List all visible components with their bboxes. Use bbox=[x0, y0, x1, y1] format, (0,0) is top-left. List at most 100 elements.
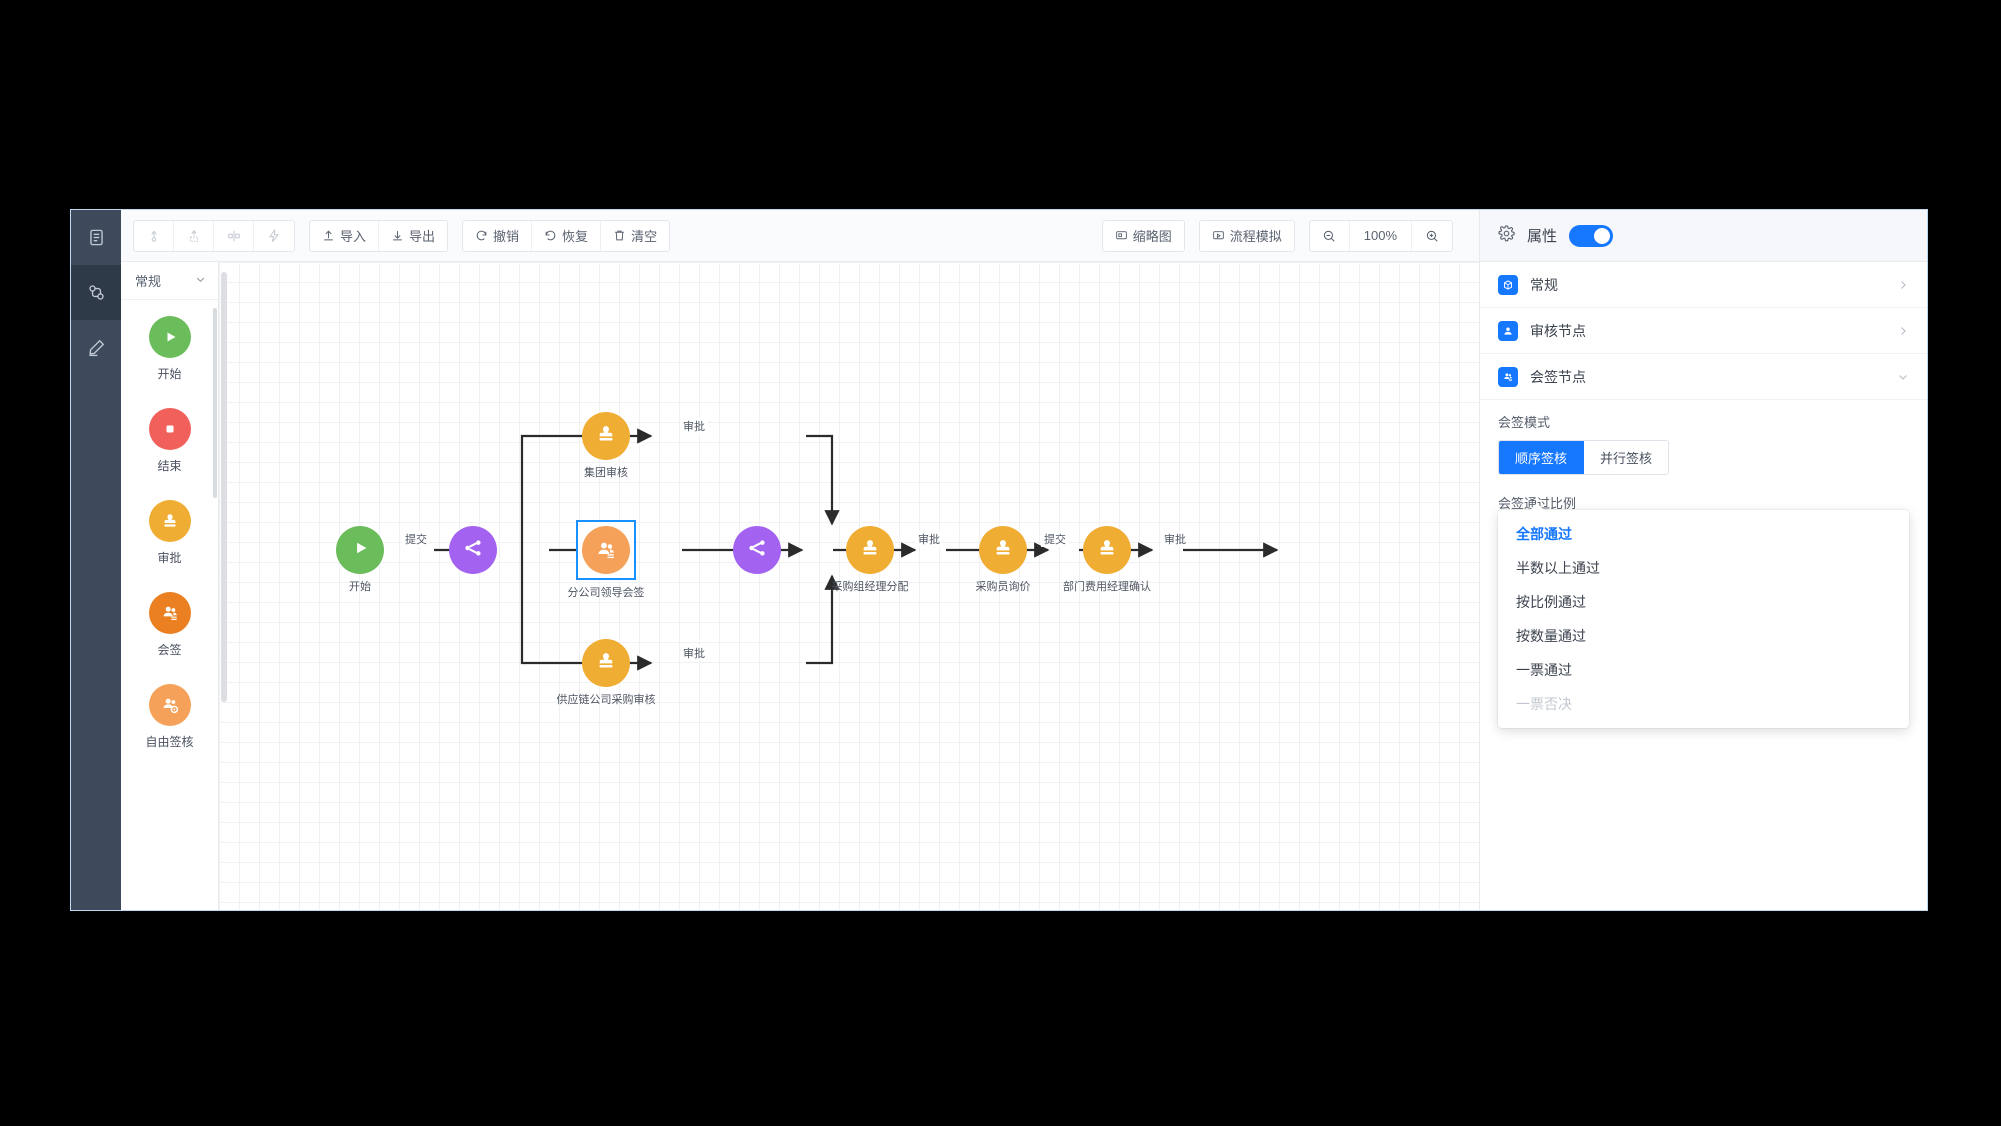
flow-designer-app: 导入 导出 bbox=[70, 209, 1928, 911]
group-sign-icon bbox=[148, 592, 191, 634]
rail-item-form-designer[interactable] bbox=[71, 210, 121, 265]
ratio-option-1[interactable]: 全部通过 bbox=[1516, 526, 1572, 542]
import-button[interactable]: 导入 bbox=[310, 220, 380, 251]
designer-body: 常规 开始结束 审批 会签 bbox=[121, 262, 1479, 910]
auto-layout-button[interactable] bbox=[254, 220, 294, 251]
toolbar-group-history: 撤销 恢复 清空 bbox=[462, 219, 671, 252]
flow-node-gw1[interactable] bbox=[449, 526, 497, 574]
undo-button[interactable]: 撤销 bbox=[463, 220, 533, 251]
group-sign-icon bbox=[1498, 366, 1518, 387]
edge-label-6: 审批 bbox=[1161, 531, 1189, 547]
simulate-label: 流程模拟 bbox=[1229, 229, 1282, 244]
export-button[interactable]: 导出 bbox=[379, 220, 448, 251]
toolbar-group-thumbnail: 缩略图 bbox=[1101, 219, 1185, 252]
box-icon bbox=[1498, 274, 1518, 295]
chevron-down-icon bbox=[1897, 371, 1909, 383]
palette-item-2[interactable]: 结束 bbox=[121, 408, 218, 474]
canvas-vertical-scrollbar[interactable] bbox=[221, 272, 227, 702]
edge-label-1: 提交 bbox=[402, 531, 430, 547]
toolbar-group-io: 导入 导出 bbox=[309, 219, 449, 252]
align-top-icon bbox=[147, 229, 161, 243]
align-center-icon bbox=[227, 229, 241, 243]
palette-item-5[interactable]: 自由签核 bbox=[121, 684, 218, 750]
ratio-option-5[interactable]: 一票通过 bbox=[1516, 662, 1572, 678]
property-row-label: 审核节点 bbox=[1530, 322, 1586, 339]
trash-icon bbox=[613, 229, 626, 242]
pen-icon bbox=[87, 338, 106, 357]
rail-item-style-designer[interactable] bbox=[71, 320, 121, 375]
property-row-label: 常规 bbox=[1530, 276, 1558, 293]
toolbar: 导入 导出 bbox=[121, 210, 1479, 262]
play-icon bbox=[346, 534, 374, 567]
zoom-in-button[interactable] bbox=[1412, 220, 1452, 251]
canvas-area[interactable]: 开始 集团审核 分公司领导会签 bbox=[219, 262, 1479, 910]
ratio-dropdown-menu[interactable]: 全部通过半数以上通过按比例通过按数量通过一票通过一票否决 bbox=[1498, 502, 1909, 728]
thumbnail-button[interactable]: 缩略图 bbox=[1102, 220, 1184, 251]
ratio-option-2[interactable]: 半数以上通过 bbox=[1516, 560, 1600, 576]
palette-item-4[interactable]: 会签 bbox=[121, 592, 218, 658]
countersign-mode-option-2[interactable]: 并行签核 bbox=[1584, 441, 1669, 474]
simulate-icon bbox=[1212, 229, 1225, 242]
flow-node-start[interactable] bbox=[336, 526, 384, 574]
form-icon bbox=[87, 228, 106, 247]
zoom-in-icon bbox=[1425, 229, 1439, 243]
ratio-option-3[interactable]: 按比例通过 bbox=[1516, 594, 1586, 610]
property-row-2[interactable]: 审核节点 bbox=[1480, 308, 1927, 354]
countersign-mode-segmented: 顺序签核并行签核 bbox=[1498, 440, 1670, 475]
chevron-right-icon bbox=[1897, 279, 1909, 291]
flow-node-deptmgr[interactable] bbox=[1083, 526, 1131, 574]
align-top-button[interactable] bbox=[134, 220, 174, 251]
left-icon-rail bbox=[71, 210, 121, 910]
palette-item-label: 结束 bbox=[157, 459, 182, 473]
thumbnail-icon bbox=[1115, 229, 1128, 242]
align-nodes-button[interactable] bbox=[174, 220, 214, 251]
ratio-option-4[interactable]: 按数量通过 bbox=[1516, 628, 1586, 644]
align-center-button[interactable] bbox=[214, 220, 254, 251]
toolbar-group-zoom: 100% bbox=[1308, 219, 1453, 252]
toolbar-group-simulate: 流程模拟 bbox=[1198, 219, 1295, 252]
gateway-icon bbox=[459, 534, 487, 567]
palette-group-header[interactable]: 常规 bbox=[121, 262, 218, 300]
canvas-grid[interactable] bbox=[219, 262, 1479, 910]
properties-toggle[interactable] bbox=[1569, 224, 1614, 247]
flow-node-supply[interactable] bbox=[582, 639, 630, 687]
flow-node-label-supply: 供应链公司采购审核 bbox=[556, 694, 656, 706]
edge-label-4: 审批 bbox=[915, 531, 943, 547]
rail-item-flow-designer[interactable] bbox=[71, 265, 121, 320]
zoom-out-button[interactable] bbox=[1309, 220, 1350, 251]
redo-button[interactable]: 恢复 bbox=[532, 220, 602, 251]
palette-item-1[interactable]: 开始 bbox=[121, 316, 218, 382]
palette-scrollbar[interactable] bbox=[213, 308, 217, 498]
property-row-3[interactable]: 会签节点 bbox=[1480, 354, 1927, 400]
properties-header: 属性 bbox=[1480, 210, 1927, 262]
palette-item-3[interactable]: 审批 bbox=[121, 500, 218, 566]
property-row-1[interactable]: 常规 bbox=[1480, 262, 1927, 308]
align-nodes-icon bbox=[187, 229, 201, 243]
simulate-button[interactable]: 流程模拟 bbox=[1199, 220, 1294, 251]
export-icon bbox=[391, 229, 404, 242]
countersign-mode-option-1[interactable]: 顺序签核 bbox=[1499, 441, 1585, 474]
play-icon bbox=[148, 316, 191, 358]
redo-label: 恢复 bbox=[562, 229, 589, 244]
flow-node-branch[interactable] bbox=[576, 520, 636, 580]
clear-button[interactable]: 清空 bbox=[601, 220, 670, 251]
palette-item-label: 会签 bbox=[157, 643, 182, 657]
undo-label: 撤销 bbox=[493, 229, 520, 244]
flow-node-label-branch: 分公司领导会签 bbox=[567, 587, 645, 599]
chevron-down-icon bbox=[195, 273, 206, 288]
toolbar-group-align bbox=[133, 219, 295, 252]
stamp-icon bbox=[592, 420, 620, 453]
flow-node-buyer[interactable] bbox=[979, 526, 1027, 574]
flow-node-label-start: 开始 bbox=[349, 581, 371, 593]
stop-icon bbox=[148, 408, 191, 450]
edge-label-3: 审批 bbox=[680, 645, 708, 661]
property-row-label: 会签节点 bbox=[1530, 368, 1586, 385]
flow-node-label-deptmgr: 部门费用经理确认 bbox=[1063, 581, 1151, 593]
countersign-mode-label: 会签模式 bbox=[1498, 415, 1551, 430]
chevron-right-icon bbox=[1897, 325, 1909, 337]
export-label: 导出 bbox=[409, 229, 436, 244]
flow-node-purchasemgr[interactable] bbox=[846, 526, 894, 574]
flow-node-group[interactable] bbox=[582, 412, 630, 460]
user-icon bbox=[1498, 320, 1518, 341]
flow-node-gw2[interactable] bbox=[733, 526, 781, 574]
